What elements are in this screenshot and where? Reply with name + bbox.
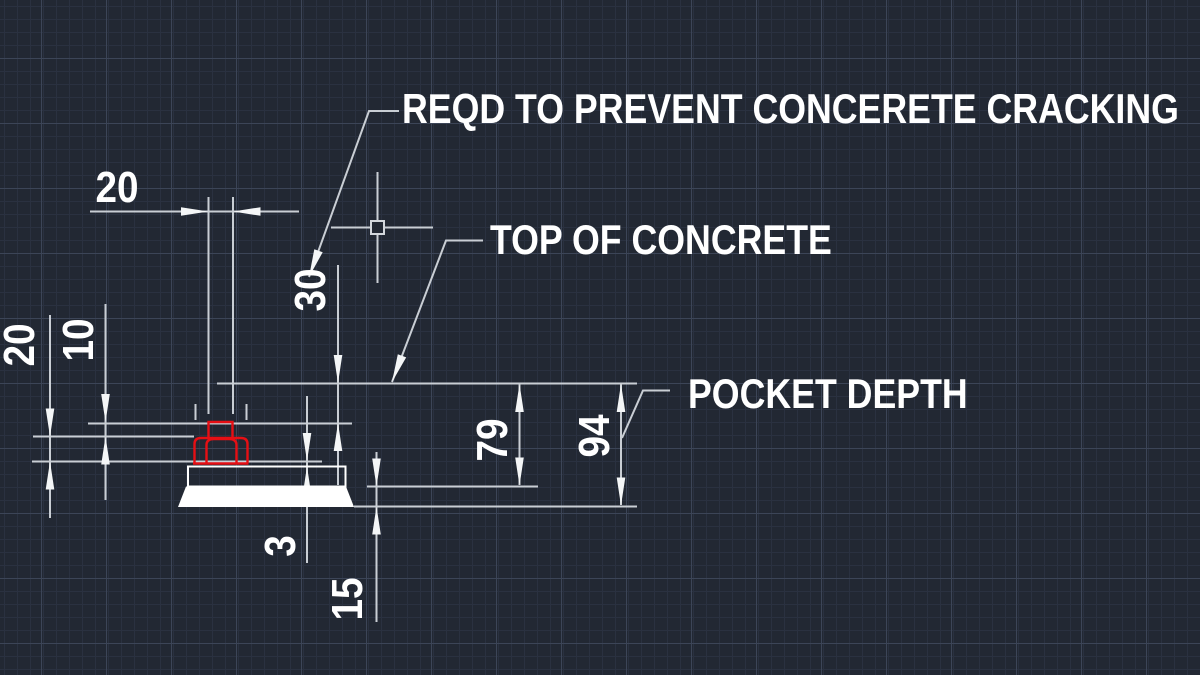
grout-pad — [178, 486, 354, 507]
dim-text-3: 3 — [256, 535, 305, 557]
dim-text-15: 15 — [323, 577, 372, 621]
note-reqd-cracking: REQD TO PREVENT CONCERETE CRACKING — [402, 85, 1179, 132]
dim-text-10: 10 — [54, 318, 103, 362]
anchor-nut-highlight — [193, 420, 249, 465]
point-marker — [331, 172, 433, 283]
note-pocket-depth: POCKET DEPTH — [688, 370, 968, 417]
pocket-outline — [187, 465, 347, 488]
dim-text-30: 30 — [286, 268, 335, 312]
dim-text-20-top: 20 — [95, 163, 139, 212]
dim-text-94: 94 — [570, 414, 619, 458]
note-top-of-concrete: TOP OF CONCRETE — [490, 216, 832, 263]
dim-text-79: 79 — [468, 418, 517, 462]
dim-text-20-left: 20 — [0, 323, 44, 367]
leader-lines — [308, 110, 670, 439]
